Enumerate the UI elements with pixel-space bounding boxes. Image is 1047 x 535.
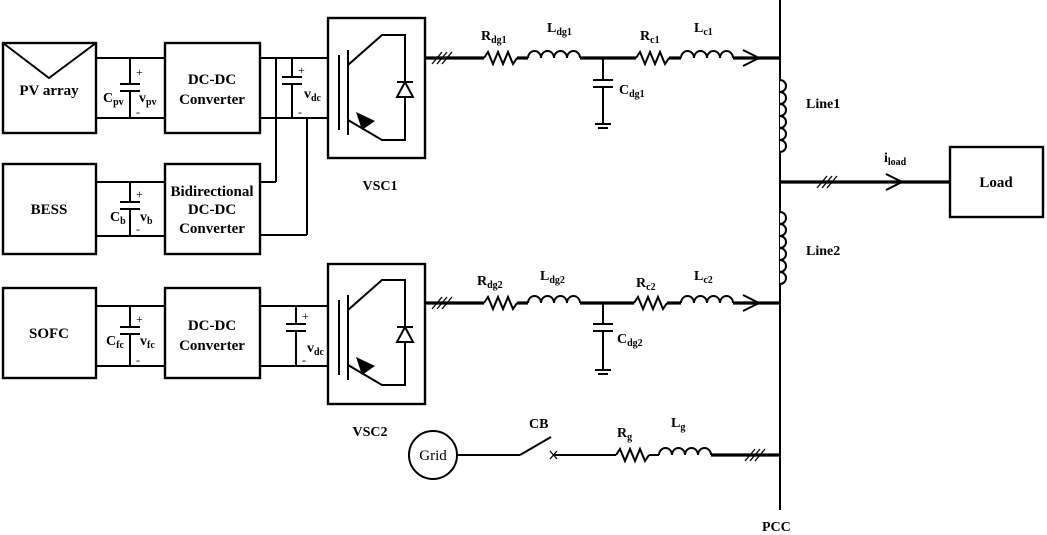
vsc2-label: VSC2 (352, 425, 387, 440)
svg-text:+: + (136, 312, 143, 326)
ldg2-label: Ldg2 (540, 269, 565, 286)
line1-label: Line1 (806, 97, 840, 112)
vdc1-capacitor (282, 58, 302, 118)
rg-label: Rg (617, 426, 632, 443)
lc1-inductor (680, 50, 734, 59)
pcc-label: PCC (762, 520, 791, 535)
lg-label: Lg (671, 416, 685, 433)
svg-text:+: + (302, 309, 309, 323)
vfc-label: vfc (140, 334, 155, 351)
rdg2-label: Rdg2 (477, 274, 503, 291)
line2-inductor (779, 211, 787, 285)
cb-switch (519, 436, 552, 456)
pv-array-label: PV array (19, 83, 79, 99)
svg-text:+: + (136, 65, 143, 79)
rc2-resistor (633, 294, 668, 312)
pv-array-block (1, 41, 98, 135)
rc1-resistor (635, 49, 670, 67)
bidir-label-3: Converter (179, 221, 245, 237)
iload-arrow (885, 173, 905, 191)
bidir-label-1: Bidirectional (170, 184, 253, 200)
dcdc2-label-1: DC-DC (188, 318, 236, 334)
feeder2-hash (431, 296, 453, 310)
lc2-label: Lc2 (694, 269, 713, 286)
svg-text:-: - (298, 105, 302, 119)
dcdc2-label-2: Converter (179, 338, 245, 354)
lc2-inductor (680, 295, 734, 304)
rdg1-label: Rdg1 (481, 29, 507, 46)
dcdc1-block (163, 41, 262, 135)
rc1-label: Rc1 (640, 29, 660, 46)
svg-text:-: - (136, 105, 140, 119)
svg-text:+: + (298, 63, 305, 77)
rdg1-resistor (483, 49, 518, 67)
cfc-capacitor (120, 306, 140, 366)
vdc2-capacitor (286, 306, 306, 366)
ldg1-inductor (527, 50, 581, 59)
load-block (948, 145, 1045, 219)
line2-label: Line2 (806, 244, 840, 259)
vsc1-label: VSC1 (362, 179, 397, 194)
lg-inductor (658, 447, 712, 456)
lc1-label: Lc1 (694, 21, 713, 38)
bess-block (1, 162, 98, 256)
bess-label: BESS (31, 202, 68, 218)
bidir-block (163, 162, 262, 256)
svg-text:-: - (136, 353, 140, 367)
cb-label: CB (529, 417, 548, 432)
vdc1-label: vdc (304, 87, 322, 104)
cb-cap-label: Cb (110, 210, 126, 227)
iload-label: iload (884, 151, 907, 168)
grid-label: Grid (419, 448, 447, 464)
rg-resistor (615, 446, 650, 464)
bidir-label-2: DC-DC (188, 202, 236, 218)
cdg2-label: Cdg2 (617, 332, 643, 349)
svg-text:-: - (136, 222, 140, 236)
cdg2-capacitor (593, 303, 613, 375)
vdc2-label: vdc (307, 341, 325, 358)
pv-array-symbol (2, 42, 97, 80)
ldg2-inductor (527, 295, 581, 304)
cpv-label: Cpv (103, 91, 124, 108)
line1-inductor (779, 79, 787, 153)
vb-label: vb (140, 210, 153, 227)
sofc-label: SOFC (29, 326, 69, 342)
ldg1-label: Ldg1 (547, 21, 572, 38)
cdg1-capacitor (593, 58, 613, 129)
vpv-label: vpv (139, 91, 157, 108)
feeder1-arrow (742, 49, 762, 67)
vsc1-block (326, 16, 427, 160)
grid-hash (744, 448, 766, 462)
sofc-block (1, 286, 98, 380)
feeder2-arrow (742, 294, 762, 312)
vsc2-block (326, 262, 427, 406)
svg-text:-: - (302, 353, 306, 367)
feeder1-hash (431, 51, 453, 65)
svg-text:+: + (136, 187, 143, 201)
load-hash (816, 175, 838, 189)
load-label: Load (979, 175, 1013, 191)
cb-capacitor (120, 182, 140, 236)
cpv-capacitor (120, 58, 140, 118)
rc2-label: Rc2 (636, 276, 656, 293)
rdg2-resistor (483, 294, 518, 312)
cdg1-label: Cdg1 (619, 83, 645, 100)
dcdc1-label-1: DC-DC (188, 72, 236, 88)
cfc-label: Cfc (106, 334, 124, 351)
dcdc1-label-2: Converter (179, 92, 245, 108)
dcdc2-block (163, 286, 262, 380)
